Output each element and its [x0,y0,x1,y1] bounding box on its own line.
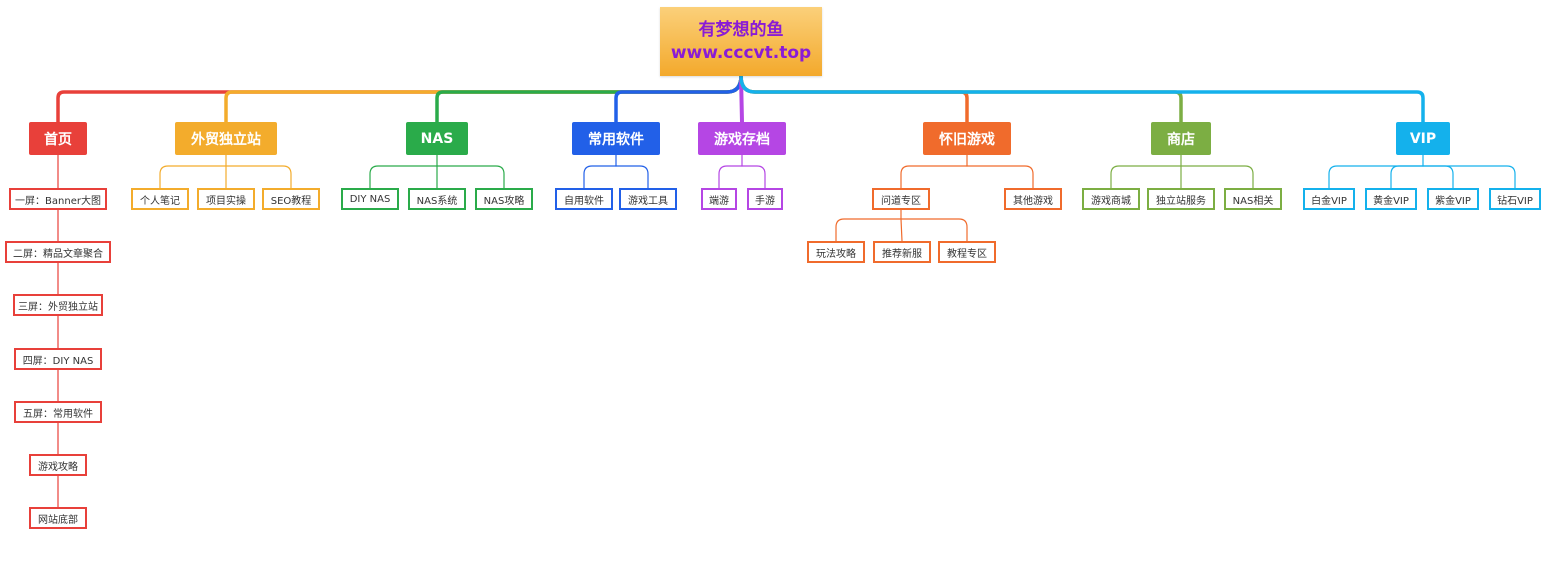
leaf-node[interactable]: NAS系统 [408,188,466,210]
branch-node[interactable]: VIP [1396,122,1450,155]
connector-line [436,165,505,189]
connector-line [435,74,743,124]
branch-node[interactable]: 常用软件 [572,122,660,155]
branch-node[interactable]: 首页 [29,122,87,155]
connector-line [741,165,766,189]
connector-line [1390,165,1424,189]
root-node[interactable]: 有梦想的鱼 www.cccvt.top [660,7,822,76]
connector-line [739,74,1183,124]
sub-leaf-node[interactable]: 教程专区 [938,241,996,263]
leaf-node[interactable]: 游戏工具 [619,188,677,210]
connector-line [1422,165,1516,189]
connector-line [369,165,438,189]
leaf-node[interactable]: 手游 [747,188,783,210]
connector-line [225,165,292,189]
leaf-node[interactable]: 四屏：DIY NAS [14,348,102,370]
branch-node[interactable]: 商店 [1151,122,1211,155]
leaf-node[interactable]: DIY NAS [341,188,399,210]
leaf-node[interactable]: NAS攻略 [475,188,533,210]
leaf-node[interactable]: NAS相关 [1224,188,1282,210]
connector-line [614,74,743,124]
leaf-node[interactable]: 自用软件 [555,188,613,210]
connector-line [900,218,968,242]
connector-line [900,218,903,242]
root-subtitle: www.cccvt.top [670,42,812,63]
branch-node[interactable]: 怀旧游戏 [923,122,1011,155]
connector-line [900,165,968,189]
connector-line [615,165,649,189]
leaf-node[interactable]: 问道专区 [872,188,930,210]
leaf-node[interactable]: 一屏：Banner大图 [9,188,107,210]
leaf-node[interactable]: SEO教程 [262,188,320,210]
branch-node[interactable]: NAS [406,122,468,155]
leaf-node[interactable]: 二屏：精品文章聚合 [5,241,111,263]
connector-line [1328,165,1424,189]
leaf-node[interactable]: 其他游戏 [1004,188,1062,210]
root-title: 有梦想的鱼 [698,19,784,40]
connector-line [224,74,743,124]
connector-line [1180,165,1254,189]
connector-line [739,74,969,124]
leaf-node[interactable]: 钻石VIP [1489,188,1541,210]
leaf-node[interactable]: 网站底部 [29,507,87,529]
connector-line [1422,165,1454,189]
sub-leaf-node[interactable]: 推荐新服 [873,241,931,263]
leaf-node[interactable]: 个人笔记 [131,188,189,210]
connector-line [966,165,1034,189]
leaf-node[interactable]: 三屏：外贸独立站 [13,294,103,316]
leaf-node[interactable]: 端游 [701,188,737,210]
connector-line [56,74,743,124]
connector-line [739,74,744,124]
connector-line [583,165,617,189]
connector-line [1110,165,1182,189]
sub-leaf-node[interactable]: 玩法攻略 [807,241,865,263]
leaf-node[interactable]: 项目实操 [197,188,255,210]
connector-line [739,74,1425,124]
leaf-node[interactable]: 五屏：常用软件 [14,401,102,423]
leaf-node[interactable]: 游戏商城 [1082,188,1140,210]
leaf-node[interactable]: 黄金VIP [1365,188,1417,210]
connector-line [718,165,743,189]
connector-line [835,218,902,242]
branch-node[interactable]: 游戏存档 [698,122,786,155]
connector-line [159,165,227,189]
leaf-node[interactable]: 白金VIP [1303,188,1355,210]
leaf-node[interactable]: 独立站服务 [1147,188,1215,210]
leaf-node[interactable]: 游戏攻略 [29,454,87,476]
leaf-node[interactable]: 紫金VIP [1427,188,1479,210]
branch-node[interactable]: 外贸独立站 [175,122,277,155]
